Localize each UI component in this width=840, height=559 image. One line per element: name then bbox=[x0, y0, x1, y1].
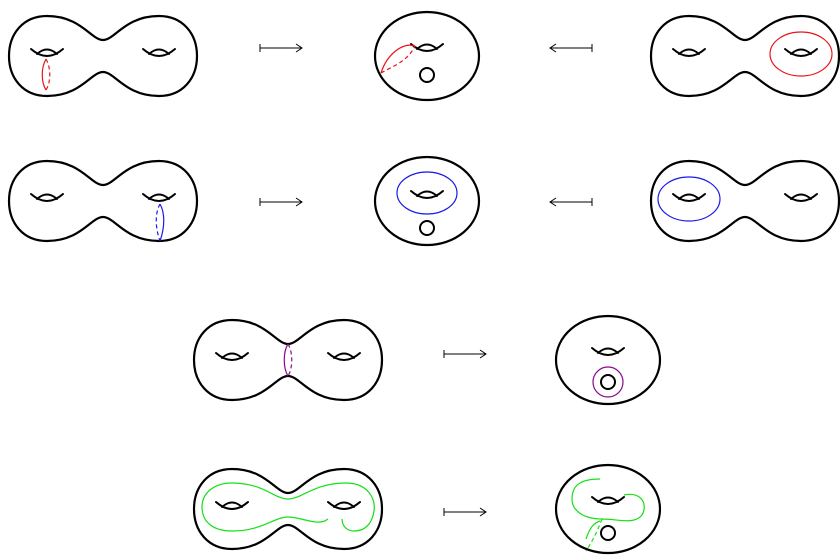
green-curve-hidden bbox=[585, 518, 603, 552]
maps-to-right-arrow bbox=[443, 349, 487, 359]
genus2-surface-left bbox=[7, 159, 199, 243]
puncture bbox=[419, 67, 435, 83]
red-arc-curve bbox=[380, 44, 416, 74]
genus2-surface-right bbox=[649, 14, 840, 98]
row-red bbox=[7, 10, 840, 102]
genus2-surface-right bbox=[649, 159, 840, 243]
red-arc-hidden bbox=[380, 45, 416, 74]
maps-to-right-arrow bbox=[259, 197, 303, 207]
green-curve-to-puncture bbox=[571, 478, 645, 522]
handle-right bbox=[142, 48, 176, 57]
maps-to-left-arrow bbox=[549, 197, 593, 207]
row-green bbox=[192, 463, 662, 555]
red-loop-around-handle bbox=[769, 31, 833, 77]
red-meridian-curve bbox=[41, 58, 47, 91]
green-curve-tail bbox=[585, 520, 601, 540]
blue-meridian-curve bbox=[159, 203, 165, 242]
blue-loop-around-hole bbox=[396, 171, 458, 215]
purple-loop-around-puncture bbox=[592, 366, 624, 398]
maps-to-left-arrow bbox=[549, 43, 593, 53]
row-purple bbox=[192, 314, 662, 406]
torus-with-puncture bbox=[373, 155, 481, 247]
row-blue bbox=[7, 155, 840, 247]
red-meridian-hidden bbox=[45, 58, 51, 91]
handle-left bbox=[30, 48, 64, 57]
torus-with-puncture bbox=[554, 463, 662, 555]
maps-to-right-arrow bbox=[259, 43, 303, 53]
genus2-surface-left bbox=[7, 14, 199, 98]
maps-to-right-arrow bbox=[443, 507, 487, 517]
genus2-surface bbox=[192, 318, 384, 402]
torus-with-puncture bbox=[373, 10, 481, 102]
purple-waist-hidden bbox=[287, 343, 293, 377]
green-curve-around-handles bbox=[201, 482, 375, 532]
blue-meridian-hidden bbox=[155, 203, 161, 242]
blue-loop-around-handle bbox=[657, 176, 721, 222]
torus-with-puncture bbox=[554, 314, 662, 406]
purple-waist-curve bbox=[283, 343, 289, 377]
genus2-surface bbox=[192, 467, 384, 551]
